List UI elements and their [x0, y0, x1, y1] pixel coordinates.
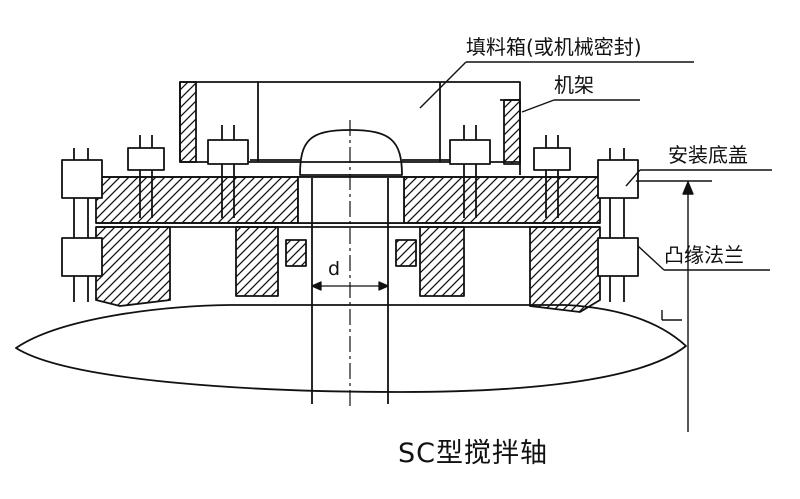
stud-bolt — [127, 135, 165, 218]
through-bolt — [597, 148, 639, 302]
vessel-head — [15, 304, 687, 393]
dimension-d — [311, 281, 389, 291]
packing-box-boss — [299, 129, 403, 176]
shaft-bore — [297, 176, 405, 224]
dimension-label-d: d — [328, 258, 341, 280]
leader-lines — [419, 61, 772, 271]
stud-bolt — [449, 125, 491, 218]
diagram-title: SC型搅拌轴 — [398, 438, 548, 469]
label-bottom-cover: 安装底盖 — [668, 143, 748, 167]
label-convex-flange: 凸缘法兰 — [664, 243, 744, 267]
mixer-shaft — [311, 120, 389, 410]
label-packing-box: 填料箱(或机械密封) — [466, 35, 642, 59]
shaft-key-right — [395, 239, 417, 267]
convex-flange — [95, 226, 601, 313]
shaft-key-left — [285, 239, 307, 267]
stud-bolt — [533, 135, 571, 218]
stud-bolt — [207, 125, 249, 218]
through-bolt — [61, 148, 103, 302]
vertical-dimension — [661, 181, 694, 432]
label-frame: 机架 — [554, 73, 594, 97]
